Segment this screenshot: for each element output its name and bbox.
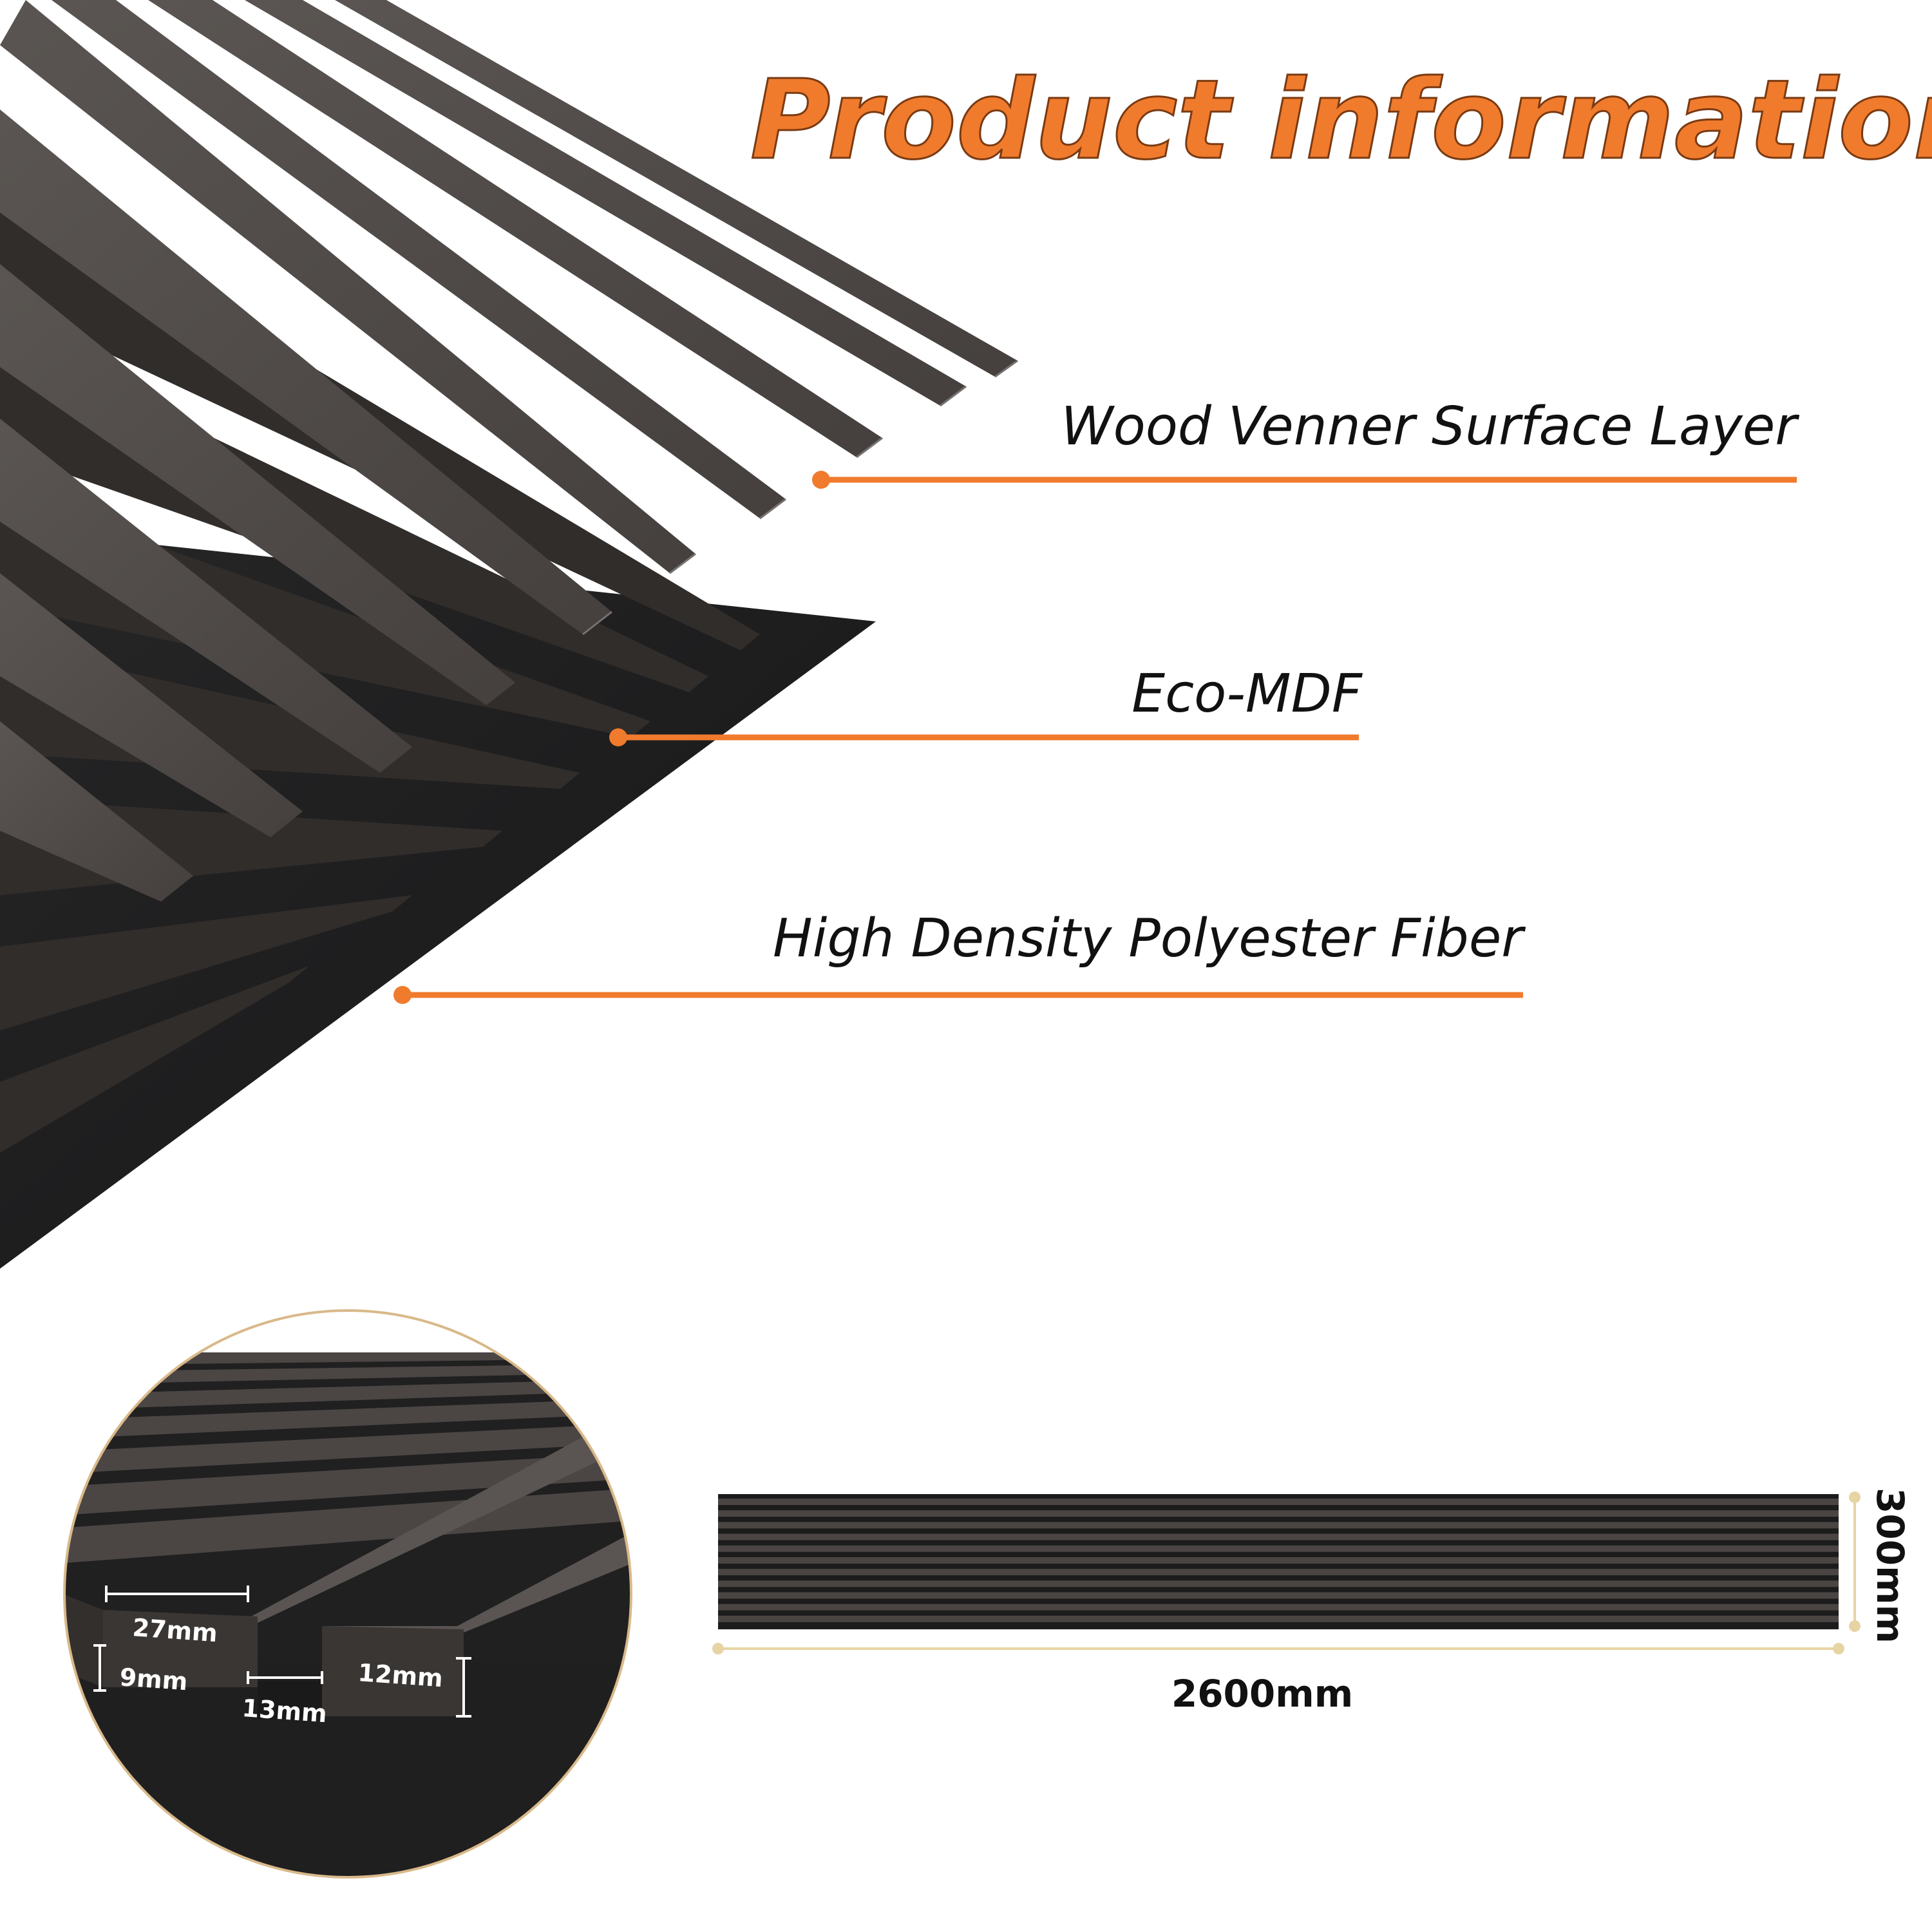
detail-slat-left: [103, 1610, 258, 1687]
detail-circle-ring: [63, 1309, 632, 1879]
panel-slat: [718, 1510, 1839, 1517]
panel-slats: [718, 1499, 1839, 1622]
dimension-slat-width: 27mm: [131, 1613, 218, 1647]
dimension-end-dot: [1849, 1620, 1861, 1632]
callout-polyester-fiber: High Density Polyester Fiber: [393, 908, 1526, 1004]
callout-wood-veneer: Wood Venner Surface Layer: [812, 396, 1799, 489]
panel-slat: [718, 1499, 1839, 1505]
panel-slat: [718, 1580, 1839, 1587]
slat-edges: [582, 359, 1018, 636]
detail-slat-right: [322, 1626, 464, 1716]
dimension-end-dot: [712, 1643, 724, 1654]
dimension-total-height: 12mm: [357, 1658, 444, 1692]
dimension-markers: [93, 1586, 471, 1718]
dimension-end-dot: [1833, 1643, 1844, 1654]
panel-slat: [718, 1533, 1839, 1540]
callout-dot-polyester-fiber: [393, 986, 412, 1004]
exploded-panel-illustration: [0, 0, 1018, 1269]
panel-slat: [718, 1569, 1839, 1576]
panel-slat: [718, 1592, 1839, 1599]
dimension-slat-thickness: 9mm: [118, 1663, 188, 1696]
veneer-slats: [0, 0, 1018, 902]
callout-dot-eco-mdf: [609, 728, 627, 746]
detail-circle: 27mm 9mm 13mm 12mm: [63, 1309, 632, 1879]
dimension-panel-length: 2600mm: [1171, 1672, 1353, 1716]
panel-slat: [718, 1615, 1839, 1622]
dimension-panel-width: 300mm: [1868, 1488, 1912, 1643]
layer-label-wood-veneer: Wood Venner Surface Layer: [1061, 396, 1799, 457]
dimension-end-dot: [1849, 1492, 1861, 1503]
dimension-slat-gap: 13mm: [241, 1694, 328, 1728]
panel-slat: [718, 1604, 1839, 1611]
panel-front-view: 300mm 2600mm: [712, 1488, 1912, 1716]
panel-slat: [718, 1545, 1839, 1552]
callout-eco-mdf: Eco-MDF: [609, 663, 1363, 746]
layer-label-polyester-fiber: High Density Polyester Fiber: [773, 908, 1526, 969]
detail-slat-right-top: [322, 1526, 631, 1633]
callout-dot-wood-veneer: [812, 471, 830, 489]
panel-slat: [718, 1557, 1839, 1564]
page-title: Product information: [750, 57, 1932, 184]
panel-slat: [718, 1522, 1839, 1529]
layer-label-eco-mdf: Eco-MDF: [1132, 663, 1363, 724]
